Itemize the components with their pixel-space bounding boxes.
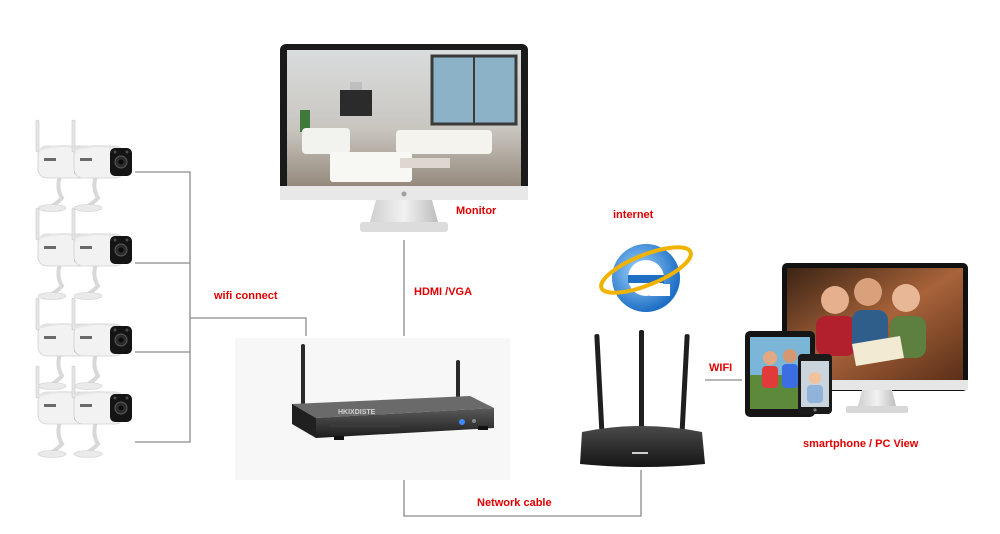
camera-icon xyxy=(71,119,132,212)
camera-group xyxy=(35,119,132,458)
router-icon xyxy=(580,330,705,467)
network-cable-label: Network cable xyxy=(477,497,552,509)
network-cable-line xyxy=(403,470,642,517)
internet-explorer-icon xyxy=(599,244,693,312)
internet-label: internet xyxy=(613,209,654,221)
wifi-label: WIFI xyxy=(709,362,733,374)
smartphone-icon xyxy=(798,354,832,414)
nvr-brand: HKIXDISTE xyxy=(338,409,376,416)
camera-icon xyxy=(71,297,132,390)
monitor-label: Monitor xyxy=(456,205,497,217)
wifi-connect-label: wifi connect xyxy=(214,290,278,302)
nvr-icon: HKIXDISTE xyxy=(235,338,510,480)
hdmi-vga-label: HDMI /VGA xyxy=(414,286,473,298)
camera-icon xyxy=(71,207,132,300)
monitor-icon xyxy=(280,44,528,232)
camera-icon xyxy=(71,365,132,458)
camera-bus-line xyxy=(135,171,191,443)
smartphone-pc-view-label: smartphone / PC View xyxy=(803,438,919,450)
wifi-connect-line xyxy=(190,317,307,336)
connection-lines xyxy=(135,171,742,517)
